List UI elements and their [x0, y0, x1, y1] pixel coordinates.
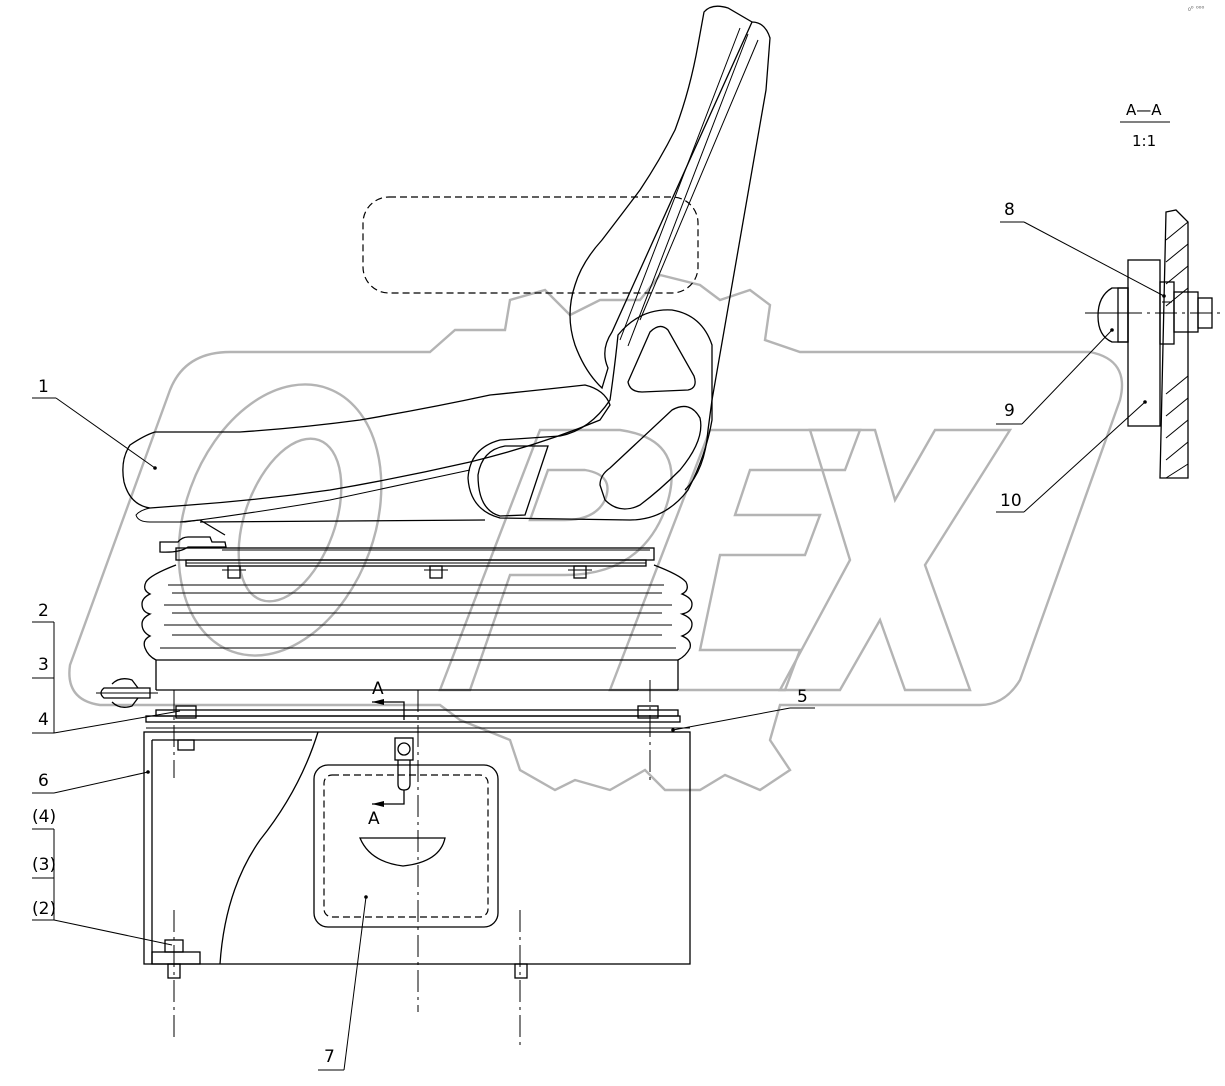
section-scale: 1:1	[1132, 132, 1156, 150]
seat-base-box	[143, 731, 691, 979]
cut-label-bottom: A	[368, 809, 380, 829]
corner-mark: ₀⁰ ⁰⁰⁰	[1188, 5, 1204, 13]
svg-text:5: 5	[797, 687, 808, 707]
svg-text:3: 3	[38, 655, 49, 675]
cut-label-top: A	[372, 679, 384, 699]
section-cut-marker: A A	[368, 679, 405, 829]
svg-text:(4): (4)	[32, 807, 56, 827]
height-adjust-knob	[96, 678, 158, 708]
callout-6: 6	[32, 770, 150, 794]
svg-text:4: 4	[38, 710, 49, 730]
seat-slide-rail	[159, 536, 655, 579]
seat-backrest	[467, 5, 771, 521]
callout-7: 7	[318, 896, 367, 1071]
svg-text:1: 1	[38, 377, 49, 397]
callout-5: 5	[671, 687, 815, 732]
svg-text:(2): (2)	[32, 899, 56, 919]
svg-text:10: 10	[1000, 491, 1022, 511]
svg-text:6: 6	[38, 771, 49, 791]
callout-paren-4-3-2: (4) (3) (2)	[32, 807, 173, 946]
armrest-outline	[362, 196, 699, 294]
callout-9: 9	[996, 328, 1114, 425]
opex-watermark	[68, 273, 1124, 792]
centerlines	[173, 680, 651, 1050]
svg-text:9: 9	[1004, 401, 1015, 421]
svg-text:(3): (3)	[32, 855, 56, 875]
callout-8: 8	[1000, 200, 1166, 298]
svg-text:2: 2	[38, 601, 49, 621]
section-view-aa: A—A 1:1	[1085, 101, 1222, 479]
callout-10: 10	[996, 400, 1147, 513]
section-title: A—A	[1126, 101, 1162, 119]
base-plate	[145, 705, 690, 751]
suspension-bellows	[141, 564, 693, 691]
seat-cushion	[122, 384, 611, 536]
svg-text:8: 8	[1004, 200, 1015, 220]
callout-2-3-4: 2 3 4	[32, 601, 181, 734]
svg-text:7: 7	[324, 1047, 335, 1067]
callout-1: 1	[32, 377, 156, 469]
